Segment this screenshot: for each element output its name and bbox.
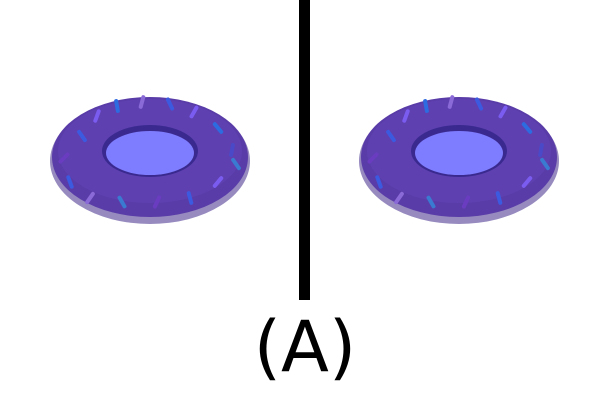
right-sprinkles xyxy=(367,95,550,209)
panel-label: (A) xyxy=(253,306,357,388)
divider-line xyxy=(299,0,310,300)
right-donut-icon xyxy=(359,95,559,224)
left-donut-icon xyxy=(50,95,250,224)
left-sprinkles xyxy=(58,95,241,209)
